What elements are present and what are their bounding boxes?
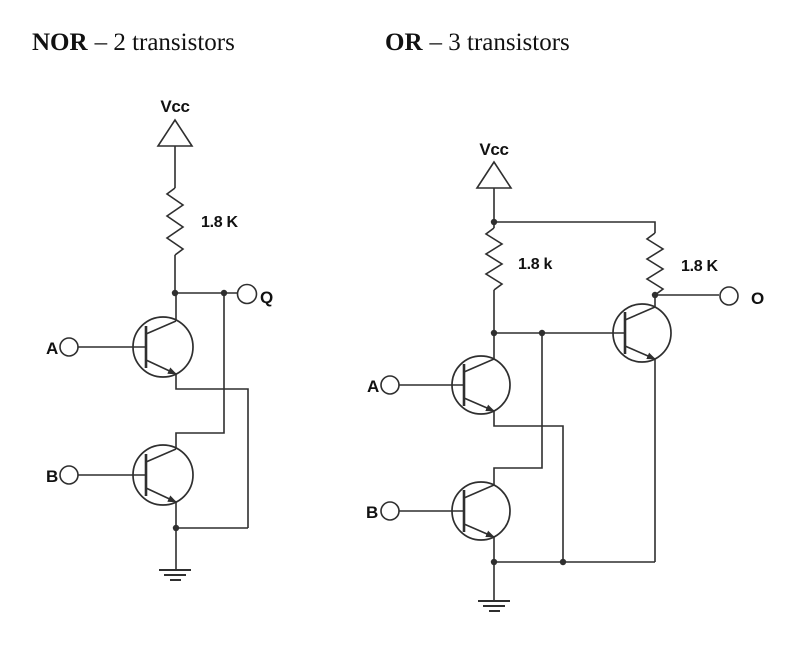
emitter-line [463, 397, 495, 412]
collector-line [145, 448, 177, 463]
nor-output-terminal [236, 283, 258, 305]
nor-input-b-label: B [46, 467, 58, 486]
junction-dot [651, 291, 659, 299]
collector-line [463, 484, 495, 499]
nor-ground-symbol [159, 569, 191, 581]
nor-title-gate: NOR [32, 29, 88, 56]
or-title-gate: OR [385, 29, 423, 56]
or-input-b-terminal [380, 501, 400, 521]
collector-line [145, 293, 177, 335]
wire [493, 411, 564, 562]
or-output-terminal [719, 286, 739, 306]
nor-vcc-symbol [156, 118, 194, 147]
or-circuit: Vcc 1.8 k 1.8 K O [366, 140, 764, 612]
wire [493, 290, 625, 334]
or-vcc-label: Vcc [479, 140, 508, 159]
or-output-label: O [751, 289, 764, 308]
or-vcc-symbol [475, 160, 513, 189]
emitter-line [145, 487, 177, 503]
nor-title: NOR– 2 transistors [32, 30, 235, 55]
or-transistor-a [451, 333, 511, 415]
emitter-line [624, 345, 656, 360]
nor-title-rest: – 2 transistors [94, 29, 235, 56]
or-title-rest: – 3 transistors [429, 29, 570, 56]
nor-resistor-value: 1.8 K [201, 214, 238, 231]
or-input-a-label: A [367, 377, 379, 396]
or-input-a-terminal [380, 375, 400, 395]
junction-dot [490, 329, 498, 337]
junction-dot [172, 524, 180, 532]
wire [175, 374, 249, 528]
nor-input-a-label: A [46, 339, 58, 358]
wire [175, 293, 225, 449]
nor-transistor-a [132, 293, 194, 378]
collector-line [463, 333, 495, 373]
junction-dot [171, 289, 179, 297]
nor-circuit: Vcc 1.8 K Q A [46, 97, 273, 581]
junction-dot [538, 329, 546, 337]
transistor-body [612, 303, 672, 363]
nor-pullup-resistor [165, 187, 185, 256]
junction-dot [559, 558, 567, 566]
or-transistor-output [612, 295, 672, 363]
junction-dot [490, 558, 498, 566]
or-resistor-left [484, 227, 504, 291]
or-input-b-label: B [366, 503, 378, 522]
junction-dot [220, 289, 228, 297]
wire [175, 502, 248, 570]
wire [493, 537, 655, 601]
wire [174, 255, 237, 294]
nor-output-label: Q [260, 288, 273, 307]
junction-dot [490, 218, 498, 226]
emitter-line [145, 359, 177, 375]
or-resistor-right-value: 1.8 K [681, 258, 718, 275]
or-title: OR– 3 transistors [385, 30, 570, 55]
nor-input-a-terminal [59, 337, 79, 357]
emitter-line [463, 523, 495, 538]
wire [493, 188, 656, 233]
wire [493, 333, 543, 485]
nor-vcc-label: Vcc [160, 97, 189, 116]
or-ground-symbol [478, 600, 510, 612]
or-resistor-right [645, 232, 665, 296]
nor-input-b-terminal [59, 465, 79, 485]
or-resistor-left-value: 1.8 k [518, 256, 552, 273]
